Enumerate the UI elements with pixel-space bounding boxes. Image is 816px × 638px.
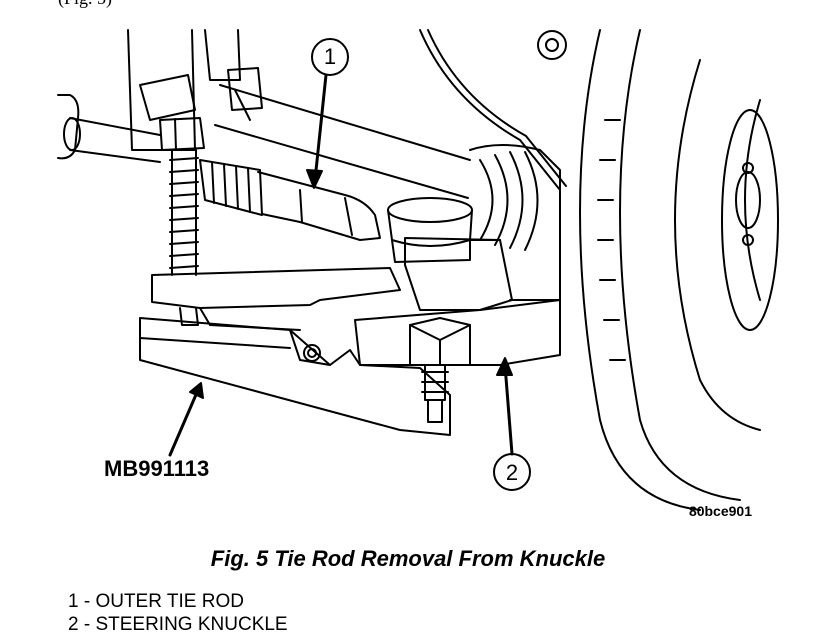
legend: 1 - OUTER TIE ROD 2 - STEERING KNUCKLE	[68, 590, 288, 636]
tie-rod-boot	[199, 159, 263, 216]
callout-2-marker	[493, 357, 531, 491]
image-code: 80bce901	[689, 503, 752, 519]
top-text-fragment: (Fig. 5)	[58, 0, 112, 9]
callout-1-marker	[306, 38, 349, 189]
steering-knuckle	[354, 237, 561, 366]
tool-label: MB991113	[104, 456, 209, 481]
cv-boot	[469, 144, 561, 301]
tool-arrow	[168, 382, 204, 457]
upper-control-bar	[214, 84, 471, 199]
callout-1-label: 1	[324, 44, 336, 69]
left-axle-rod	[57, 94, 161, 163]
legend-item-steering-knuckle: 2 - STEERING KNUCKLE	[68, 614, 288, 635]
brake-rotor	[579, 29, 779, 511]
legend-item-outer-tie-rod: 1 - OUTER TIE ROD	[68, 591, 244, 612]
outer-tie-rod	[257, 171, 381, 241]
callout-2-label: 2	[506, 460, 518, 485]
upper-bolt	[419, 29, 567, 191]
special-tool-mb991113	[139, 117, 451, 436]
figure-caption: Fig. 5 Tie Rod Removal From Knuckle	[210, 546, 606, 571]
tie-rod-end-stud	[387, 197, 473, 263]
